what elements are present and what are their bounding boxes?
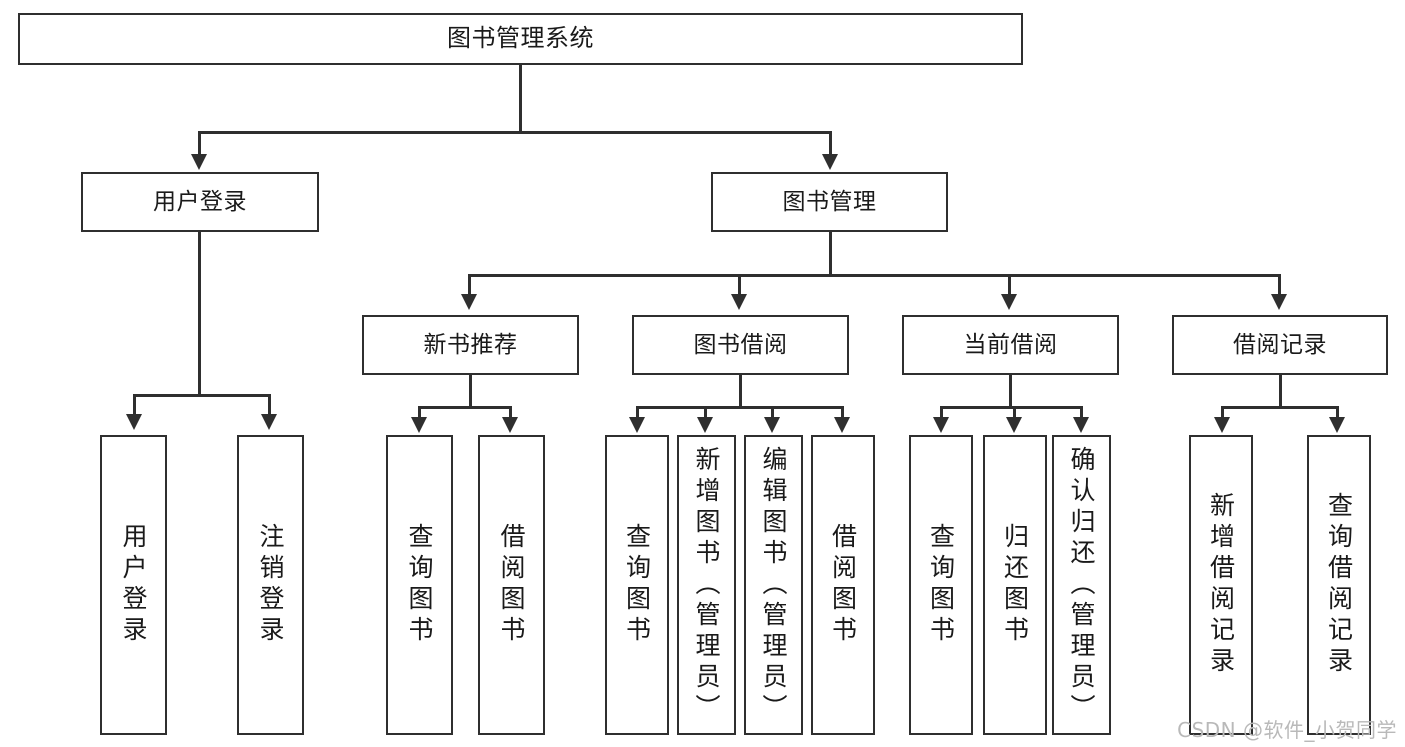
node-book-management[interactable]: 图书管理 (711, 172, 948, 232)
node-label: 新增借阅记录 (1206, 492, 1236, 678)
connector-current-borrow-drop-1 (940, 406, 943, 419)
arrowhead-borrow-record (1271, 294, 1287, 310)
node-label: 用户登录 (153, 188, 247, 215)
arrowhead-leaf-add-book (697, 417, 713, 433)
node-label: 归还图书 (1000, 523, 1030, 647)
arrowhead-leaf-user-login (126, 414, 142, 430)
node-label: 用户登录 (119, 523, 148, 647)
node-label: 注销登录 (256, 523, 285, 647)
node-leaf-query-book-recommendation[interactable]: 查询图书 (386, 435, 453, 735)
node-leaf-add-book-admin[interactable]: 新增图书（管理员） (677, 435, 736, 735)
node-label: 图书管理系统 (447, 24, 594, 53)
node-label: 借阅记录 (1233, 331, 1327, 358)
connector-user-login-stem (198, 232, 201, 397)
connector-book-manage-drop-3 (1008, 274, 1011, 296)
node-borrowing-record[interactable]: 借阅记录 (1172, 315, 1388, 375)
connector-root-bus (198, 131, 832, 134)
node-label: 确认归还（管理员） (1067, 445, 1096, 725)
node-leaf-borrow-book-recommendation[interactable]: 借阅图书 (478, 435, 545, 735)
connector-book-borrow-stem (739, 375, 742, 408)
connector-book-borrow-drop-1 (636, 406, 639, 419)
connector-book-manage-drop-4 (1278, 274, 1281, 296)
arrowhead-current-borrow (1001, 294, 1017, 310)
connector-current-borrow-drop-3 (1080, 406, 1083, 419)
connector-borrow-record-drop-1 (1221, 406, 1224, 419)
connector-root-stem (519, 65, 522, 131)
arrowhead-to-user-login (191, 154, 207, 170)
connector-borrow-record-bus (1221, 406, 1339, 409)
connector-current-borrow-stem (1009, 375, 1012, 408)
connector-new-book-rec-stem (469, 375, 472, 408)
arrowhead-to-book-manage (822, 154, 838, 170)
node-leaf-user-logout[interactable]: 注销登录 (237, 435, 304, 735)
connector-new-book-rec-bus (418, 406, 512, 409)
node-label: 新增图书（管理员） (692, 445, 721, 725)
node-label: 借阅图书 (828, 523, 858, 647)
node-leaf-edit-book-admin[interactable]: 编辑图书（管理员） (744, 435, 803, 735)
connector-new-book-rec-drop-2 (509, 406, 512, 419)
arrowhead-leaf-add-record (1214, 417, 1230, 433)
arrowhead-book-borrow (731, 294, 747, 310)
connector-current-borrow-drop-2 (1013, 406, 1016, 419)
node-leaf-query-book-current[interactable]: 查询图书 (909, 435, 973, 735)
arrowhead-leaf-edit-book (764, 417, 780, 433)
node-new-book-recommendation[interactable]: 新书推荐 (362, 315, 579, 375)
node-leaf-user-login[interactable]: 用户登录 (100, 435, 167, 735)
connector-borrow-record-stem (1279, 375, 1282, 408)
node-book-borrowing[interactable]: 图书借阅 (632, 315, 849, 375)
arrowhead-new-book-rec (461, 294, 477, 310)
arrowhead-leaf-user-logout (261, 414, 277, 430)
node-label: 新书推荐 (423, 331, 518, 358)
connector-current-borrow-bus (940, 406, 1082, 409)
node-leaf-add-borrowing-record[interactable]: 新增借阅记录 (1189, 435, 1253, 735)
arrowhead-leaf-query-record (1329, 417, 1345, 433)
connector-user-login-drop-1 (133, 394, 136, 416)
node-root-book-management-system[interactable]: 图书管理系统 (18, 13, 1023, 65)
node-label: 当前借阅 (963, 331, 1058, 358)
arrowhead-leaf-borrow-book-rec (502, 417, 518, 433)
connector-new-book-rec-drop-1 (418, 406, 421, 419)
connector-book-manage-stem (829, 232, 832, 276)
arrowhead-leaf-return-book (1006, 417, 1022, 433)
node-leaf-confirm-return-admin[interactable]: 确认归还（管理员） (1052, 435, 1111, 735)
csdn-watermark: CSDN @软件_小贺同学 (1177, 718, 1397, 742)
node-label: 查询图书 (622, 523, 652, 647)
connector-book-borrow-bus (636, 406, 843, 409)
connector-book-manage-drop-2 (738, 274, 741, 296)
arrowhead-leaf-confirm-return (1073, 417, 1089, 433)
node-label: 查询图书 (926, 523, 956, 647)
connector-book-borrow-drop-2 (704, 406, 707, 419)
arrowhead-leaf-query-book-rec (411, 417, 427, 433)
arrowhead-leaf-borrow-book (834, 417, 850, 433)
node-leaf-return-book[interactable]: 归还图书 (983, 435, 1047, 735)
arrowhead-leaf-query-book-borrow (629, 417, 645, 433)
connector-book-manage-bus (468, 274, 1278, 277)
node-label: 编辑图书（管理员） (759, 445, 788, 725)
node-current-borrowing[interactable]: 当前借阅 (902, 315, 1119, 375)
node-label: 查询借阅记录 (1324, 492, 1354, 678)
node-user-login[interactable]: 用户登录 (81, 172, 319, 232)
node-label: 查询图书 (405, 523, 434, 647)
connector-root-to-book-manage (829, 131, 832, 156)
connector-book-borrow-drop-4 (841, 406, 844, 419)
node-label: 图书借阅 (693, 331, 788, 358)
connector-user-login-drop-2 (268, 394, 271, 416)
arrowhead-leaf-query-book-current (933, 417, 949, 433)
connector-book-manage-drop-1 (468, 274, 471, 296)
node-label: 图书管理 (782, 188, 877, 215)
connector-user-login-bus (133, 394, 271, 397)
node-leaf-query-borrowing-record[interactable]: 查询借阅记录 (1307, 435, 1371, 735)
connector-book-borrow-drop-3 (771, 406, 774, 419)
node-leaf-query-book-borrowing[interactable]: 查询图书 (605, 435, 669, 735)
connector-root-to-user-login (198, 131, 201, 156)
node-leaf-borrow-book[interactable]: 借阅图书 (811, 435, 875, 735)
node-label: 借阅图书 (497, 523, 526, 647)
connector-borrow-record-drop-2 (1336, 406, 1339, 419)
